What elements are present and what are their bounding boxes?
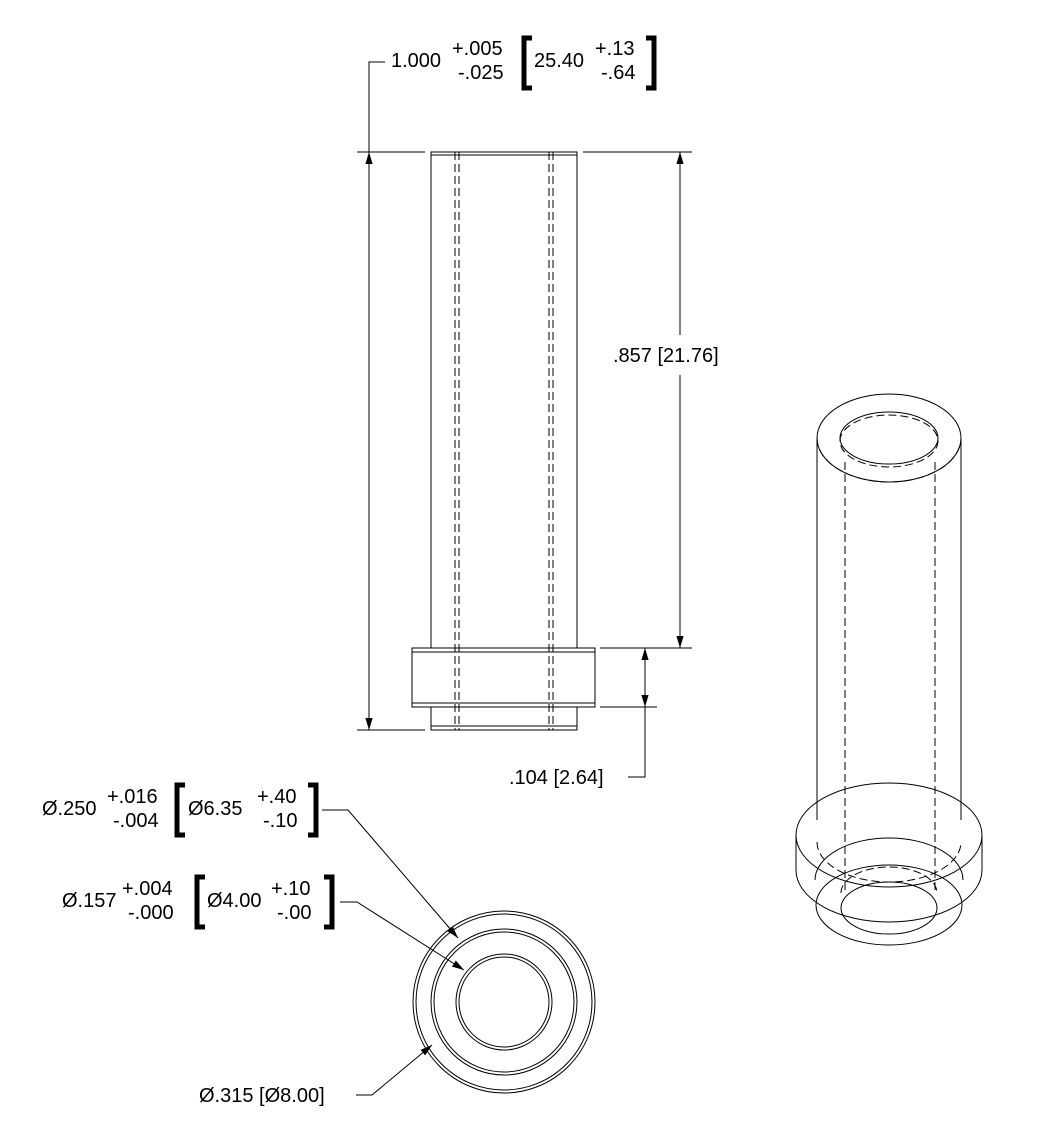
tube-length-text: .857 [21.76] — [613, 345, 719, 367]
bracket-left — [521, 35, 532, 91]
length-minus: -.025 — [458, 62, 504, 84]
outer-diameter-text: Ø.315 [Ø8.00] — [199, 1085, 325, 1107]
inner-bore-metric-nominal: Ø4.00 — [207, 890, 261, 912]
inner-bore-metric-plus: +.10 — [271, 878, 310, 900]
length-metric-minus: -.64 — [601, 62, 635, 84]
inner-bore-minus: -.000 — [128, 902, 174, 924]
end-view — [412, 910, 596, 1094]
collar-height-text: .104 [2.64] — [509, 767, 604, 789]
isometric-view — [795, 393, 983, 946]
inner-bore-metric-minus: -.00 — [277, 902, 311, 924]
collar-bore-metric-minus: -.10 — [263, 810, 297, 832]
inner-bore-plus: +.004 — [122, 878, 173, 900]
front-view — [411, 151, 596, 731]
length-metric-nominal: 25.40 — [534, 50, 584, 72]
length-nominal: 1.000 — [391, 50, 441, 72]
length-plus: +.005 — [452, 38, 503, 60]
collar-bore-nominal: Ø.250 — [42, 798, 96, 820]
collar-height-dimension: .104 [2.64] — [509, 648, 657, 789]
tube-length-dimension: .857 [21.76] — [583, 151, 719, 649]
collar-bore-dimension: Ø.250 +.016 -.004 Ø6.35 +.40 -.10 — [42, 782, 459, 939]
length-metric-plus: +.13 — [595, 38, 634, 60]
length-dimension: 1.000 +.005 -.025 25.40 +.13 -.64 — [357, 35, 657, 731]
bracket-left — [174, 782, 185, 838]
collar-bore-minus: -.004 — [113, 810, 159, 832]
outer-diameter-dimension: Ø.315 [Ø8.00] — [199, 1044, 433, 1107]
bracket-left — [194, 874, 205, 930]
inner-bore-nominal: Ø.157 — [62, 890, 116, 912]
bracket-right — [646, 35, 657, 91]
inner-bore-dimension: Ø.157 +.004 -.000 Ø4.00 +.10 -.00 — [62, 874, 465, 971]
collar-bore-metric-nominal: Ø6.35 — [188, 798, 242, 820]
bracket-right — [308, 782, 319, 838]
collar-bore-plus: +.016 — [107, 786, 158, 808]
bracket-right — [324, 874, 335, 930]
collar-bore-metric-plus: +.40 — [257, 786, 296, 808]
